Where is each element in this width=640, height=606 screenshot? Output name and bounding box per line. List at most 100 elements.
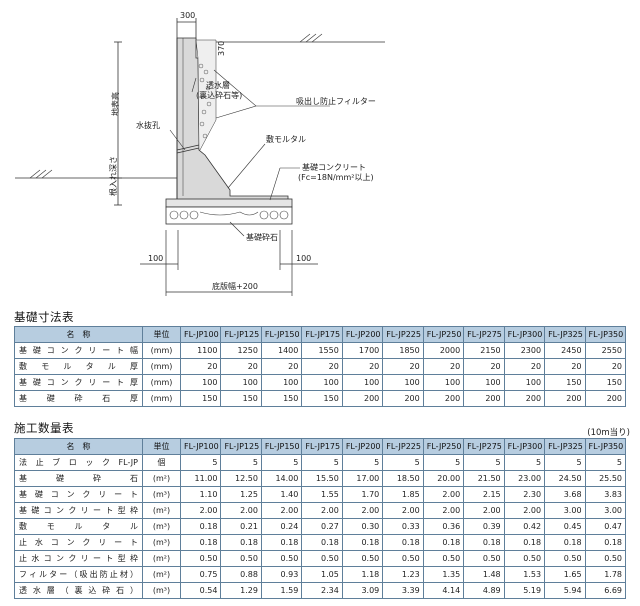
row-name: 基礎砕石 bbox=[14, 470, 143, 487]
label-top-depth: 370 bbox=[217, 41, 226, 56]
header-cell: FL-JP275 bbox=[463, 326, 505, 343]
value-cell: 0.18 bbox=[260, 534, 303, 551]
value-cell: 1700 bbox=[341, 342, 384, 359]
row-name: 止水コンクリート bbox=[14, 534, 143, 551]
label-left-100: 100 bbox=[148, 254, 163, 263]
value-cell: 3.83 bbox=[584, 486, 627, 503]
value-cell: 0.50 bbox=[260, 550, 303, 567]
header-cell: FL-JP350 bbox=[584, 326, 627, 343]
value-cell: 20 bbox=[301, 358, 343, 375]
value-cell: 150 bbox=[544, 374, 586, 391]
label-permeable-layer: 透水層 bbox=[206, 80, 230, 90]
value-cell: 0.54 bbox=[179, 582, 222, 599]
value-cell: 17.00 bbox=[341, 470, 384, 487]
row-unit: (m³) bbox=[142, 518, 181, 535]
value-cell: 5 bbox=[463, 454, 505, 471]
value-cell: 20 bbox=[220, 358, 262, 375]
value-cell: 5 bbox=[382, 454, 424, 471]
value-cell: 0.88 bbox=[220, 566, 262, 583]
value-cell: 2300 bbox=[503, 342, 546, 359]
row-unit: (mm) bbox=[142, 374, 181, 391]
value-cell: 1.70 bbox=[341, 486, 384, 503]
header-cell: FL-JP325 bbox=[544, 326, 586, 343]
value-cell: 0.18 bbox=[179, 518, 222, 535]
value-cell: 2.00 bbox=[179, 502, 222, 519]
value-cell: 15.50 bbox=[301, 470, 343, 487]
value-cell: 20 bbox=[463, 358, 505, 375]
value-cell: 2550 bbox=[584, 342, 627, 359]
row-unit: (m³) bbox=[142, 582, 181, 599]
value-cell: 1.78 bbox=[584, 566, 627, 583]
value-cell: 0.50 bbox=[584, 550, 627, 567]
value-cell: 2.00 bbox=[422, 502, 465, 519]
value-cell: 2.34 bbox=[301, 582, 343, 599]
value-cell: 0.50 bbox=[301, 550, 343, 567]
label-suction-filter: 吸出し防止フィルター bbox=[296, 96, 376, 106]
value-cell: 0.50 bbox=[382, 550, 424, 567]
value-cell: 20.00 bbox=[422, 470, 465, 487]
value-cell: 0.50 bbox=[341, 550, 384, 567]
value-cell: 0.45 bbox=[544, 518, 586, 535]
value-cell: 2150 bbox=[463, 342, 505, 359]
value-cell: 1.48 bbox=[463, 566, 505, 583]
value-cell: 21.50 bbox=[463, 470, 505, 487]
header-cell: FL-JP350 bbox=[584, 438, 627, 455]
value-cell: 1250 bbox=[220, 342, 262, 359]
value-cell: 0.42 bbox=[503, 518, 546, 535]
value-cell: 100 bbox=[341, 374, 384, 391]
value-cell: 1.35 bbox=[422, 566, 465, 583]
value-cell: 0.18 bbox=[503, 534, 546, 551]
header-cell: FL-JP125 bbox=[220, 326, 262, 343]
value-cell: 100 bbox=[260, 374, 303, 391]
value-cell: 2.00 bbox=[382, 502, 424, 519]
row-unit: (m²) bbox=[142, 566, 181, 583]
value-cell: 1.25 bbox=[220, 486, 262, 503]
value-cell: 150 bbox=[260, 390, 303, 407]
value-cell: 0.36 bbox=[422, 518, 465, 535]
value-cell: 0.50 bbox=[544, 550, 586, 567]
row-unit: 個 bbox=[142, 454, 181, 471]
value-cell: 20 bbox=[422, 358, 465, 375]
value-cell: 18.50 bbox=[382, 470, 424, 487]
value-cell: 11.00 bbox=[179, 470, 222, 487]
row-name: 基礎コンクリート型枠 bbox=[14, 502, 143, 519]
value-cell: 1850 bbox=[382, 342, 424, 359]
header-cell: FL-JP100 bbox=[179, 326, 222, 343]
row-name: 敷モルタル bbox=[14, 518, 143, 535]
value-cell: 1.29 bbox=[220, 582, 262, 599]
value-cell: 5 bbox=[503, 454, 546, 471]
value-cell: 4.89 bbox=[463, 582, 505, 599]
value-cell: 150 bbox=[584, 374, 627, 391]
value-cell: 100 bbox=[503, 374, 546, 391]
value-cell: 0.18 bbox=[179, 534, 222, 551]
value-cell: 200 bbox=[463, 390, 505, 407]
row-unit: (m³) bbox=[142, 534, 181, 551]
label-base-width: 底版幅+200 bbox=[212, 281, 258, 291]
value-cell: 0.18 bbox=[220, 534, 262, 551]
row-name: 法止ブロックFL-JP bbox=[14, 454, 143, 471]
value-cell: 200 bbox=[422, 390, 465, 407]
value-cell: 200 bbox=[503, 390, 546, 407]
value-cell: 150 bbox=[179, 390, 222, 407]
value-cell: 20 bbox=[341, 358, 384, 375]
value-cell: 1.55 bbox=[301, 486, 343, 503]
header-cell: FL-JP300 bbox=[503, 326, 546, 343]
value-cell: 24.50 bbox=[544, 470, 586, 487]
value-cell: 0.30 bbox=[341, 518, 384, 535]
row-unit: (m²) bbox=[142, 502, 181, 519]
value-cell: 5 bbox=[544, 454, 586, 471]
value-cell: 150 bbox=[220, 390, 262, 407]
row-name: 止水コンクリート型枠 bbox=[14, 550, 143, 567]
header-cell: FL-JP250 bbox=[422, 438, 465, 455]
row-name: 透水層（裏込砕石） bbox=[14, 582, 143, 599]
value-cell: 20 bbox=[260, 358, 303, 375]
value-cell: 5 bbox=[341, 454, 384, 471]
value-cell: 5 bbox=[422, 454, 465, 471]
row-unit: (m²) bbox=[142, 470, 181, 487]
